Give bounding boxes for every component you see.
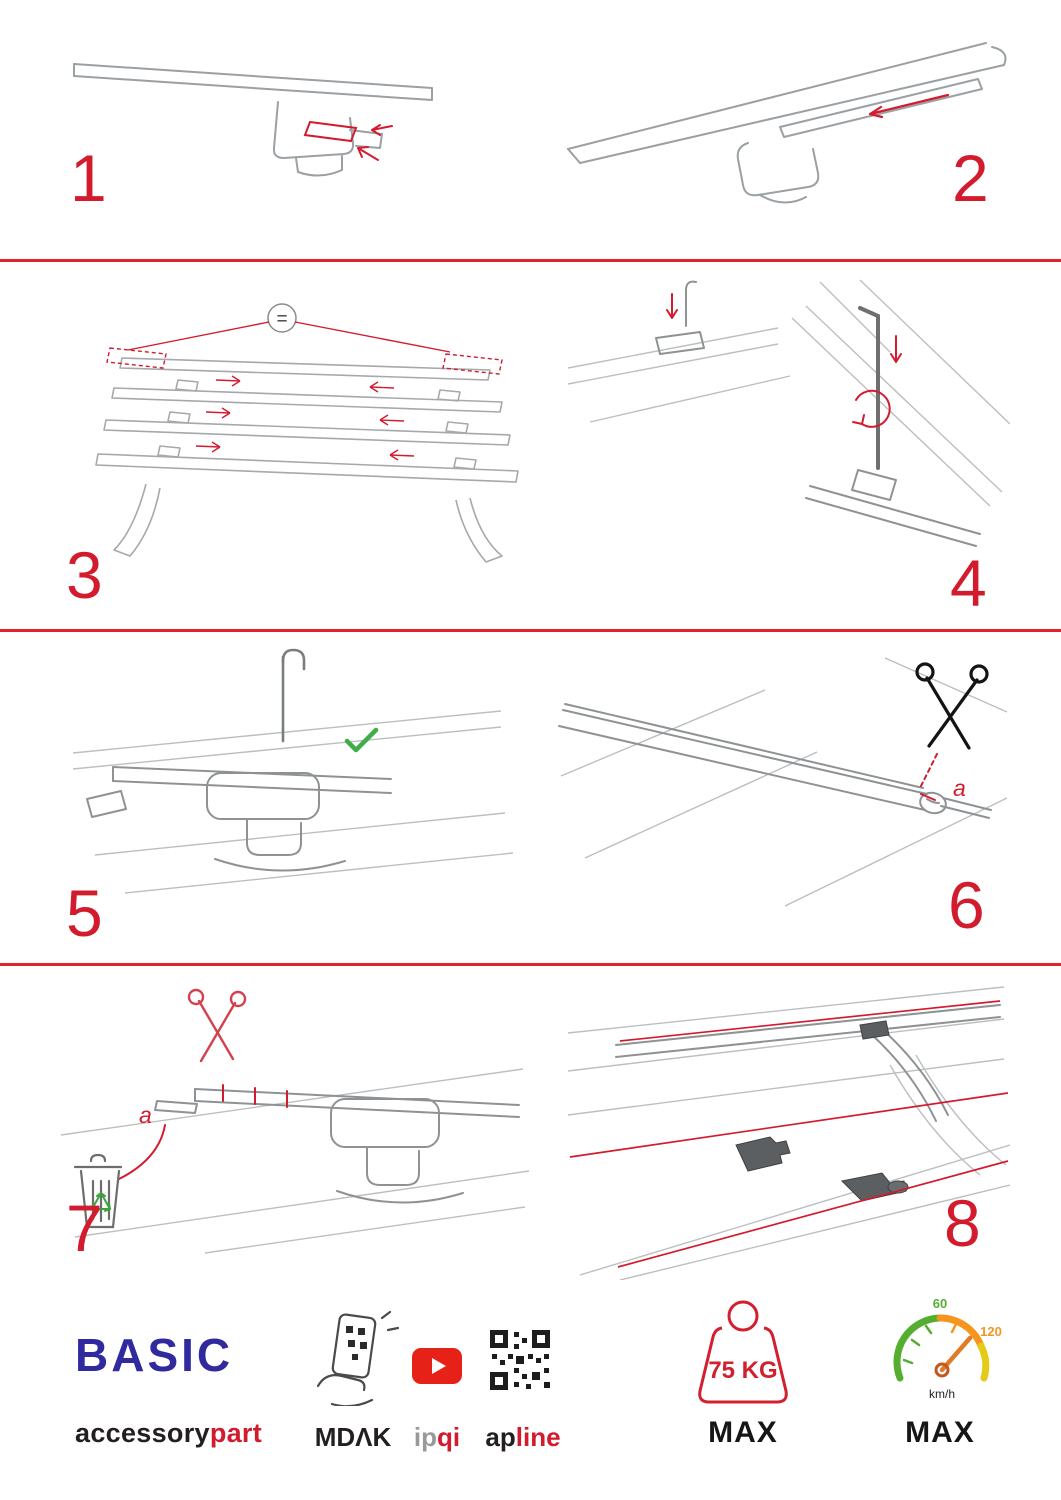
check-icon — [344, 727, 379, 753]
qr-code-icon — [490, 1330, 550, 1390]
step-3-number: 3 — [66, 538, 103, 612]
tighten-arrows-icon — [666, 293, 902, 428]
ipqi-label: ipqi — [404, 1424, 470, 1450]
equal-spacing-circle-icon — [267, 303, 297, 333]
scissors-icon — [915, 662, 989, 750]
brand-title: BASIC — [75, 1329, 234, 1381]
apline-label-red: line — [515, 1422, 561, 1452]
cut-piece-label: a — [139, 1102, 152, 1128]
section-divider-3 — [0, 963, 1061, 966]
step-2-number: 2 — [952, 141, 989, 215]
strap-guide-lines-icon — [569, 1000, 1009, 1268]
phone-qr-icon — [316, 1310, 400, 1406]
speed-tick-high: 120 — [980, 1324, 1002, 1339]
step-1-illustration — [73, 63, 433, 177]
strap-buckle-icon — [735, 1020, 909, 1202]
step-8-number: 8 — [944, 1186, 981, 1260]
step-1-number: 1 — [70, 141, 107, 215]
step-6-illustration: a — [558, 657, 1008, 907]
youtube-icon — [412, 1348, 462, 1384]
strip-end-label: a — [953, 775, 966, 801]
locking-pin-icon — [281, 648, 306, 743]
step-5-illustration — [72, 648, 514, 894]
speed-unit-label: km/h — [929, 1387, 955, 1401]
section-divider-1 — [0, 259, 1061, 262]
max-weight-value: 75 KG — [708, 1357, 777, 1384]
step-3-illustration: = — [95, 303, 519, 563]
slide-arrow-icon — [868, 93, 950, 119]
ipqi-label-gray: ip — [413, 1422, 437, 1452]
brand-block: BASIC — [75, 1332, 233, 1378]
ipqi-label-red: qi — [437, 1422, 461, 1452]
max-speed-label: MAX — [905, 1416, 975, 1449]
recycle-icon — [91, 1192, 111, 1212]
step-7-illustration: a — [60, 988, 530, 1254]
max-weight-icon: 75 KG — [698, 1300, 788, 1404]
step-8-illustration — [567, 986, 1010, 1280]
insert-pad-arrows-icon — [303, 120, 393, 161]
equal-spacing-label: = — [276, 309, 287, 330]
brand-subtitle-red: part — [209, 1418, 263, 1448]
step-6-number: 6 — [948, 868, 985, 942]
trash-bin-icon — [73, 1153, 123, 1229]
step-2-illustration — [567, 42, 1007, 204]
step-4-number: 4 — [950, 546, 987, 620]
step-7-number: 7 — [66, 1191, 103, 1265]
apline-label: apline — [480, 1424, 566, 1450]
step-4-illustration — [567, 279, 1010, 547]
step-5-number: 5 — [66, 876, 103, 950]
section-divider-2 — [0, 629, 1061, 632]
scissors-icon — [187, 988, 247, 1063]
speedometer-icon: 60 120 km/h — [893, 1296, 1002, 1401]
cut-mark-icon — [920, 753, 938, 801]
allen-key-icon — [858, 306, 880, 470]
speed-tick-low: 60 — [933, 1296, 947, 1311]
apline-label-dark: ap — [485, 1422, 516, 1452]
brand-subtitle-dark: accessory — [75, 1418, 210, 1448]
brand-subtitle: accessorypart — [75, 1420, 262, 1447]
max-weight-label: MAX — [708, 1416, 778, 1449]
cut-ticks-icon — [118, 1084, 288, 1180]
mdak-label: MDΛK — [314, 1422, 392, 1452]
spacing-guides-icon — [106, 321, 503, 461]
